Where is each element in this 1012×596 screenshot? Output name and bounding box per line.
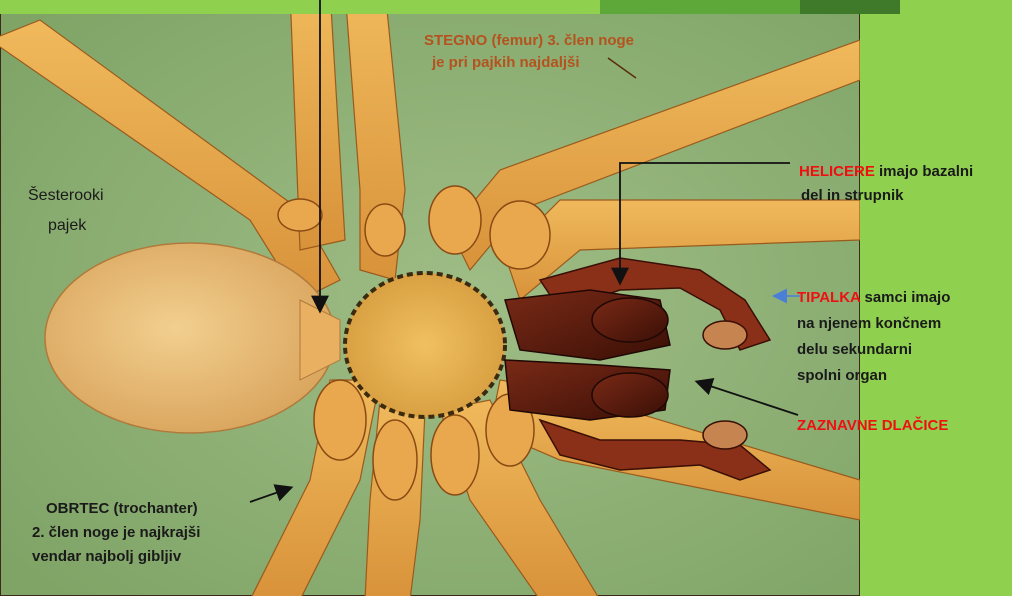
tipalka-label-line3: delu sekundarni [797,340,912,360]
cephalothorax [345,273,505,417]
helicere-label-line2: del in strupnik [801,186,904,206]
tipalka-label-line4: spolni organ [797,366,887,386]
zaznavne-label: ZAZNAVNE DLAČICE [797,416,948,436]
helicere-label: HELICERE imajo bazalni [799,162,973,182]
stegno-label-line2: je pri pajkih najdaljši [432,53,580,73]
abdomen [45,243,335,433]
obrtec-label-line2: 2. člen noge je najkrajši [32,523,200,543]
obrtec-label-line1: OBRTEC (trochanter) [46,499,198,519]
obrtec-label-line3: vendar najbolj gibljiv [32,547,181,567]
stegno-label-line1: STEGNO (femur) 3. člen noge [424,31,634,51]
top-strip [0,0,600,14]
species-label-line2: pajek [48,216,86,236]
tipalka-term: TIPALKA [797,289,860,306]
species-label-line1: Šesterooki [28,186,104,206]
tipalka-label-line2: na njenem končnem [797,314,941,334]
helicere-rest: imajo bazalni [875,163,973,180]
tipalka-label: TIPALKA samci imajo [797,288,950,308]
tipalka-rest: samci imajo [860,289,950,306]
corner-photo [600,0,900,14]
helicere-term: HELICERE [799,163,875,180]
